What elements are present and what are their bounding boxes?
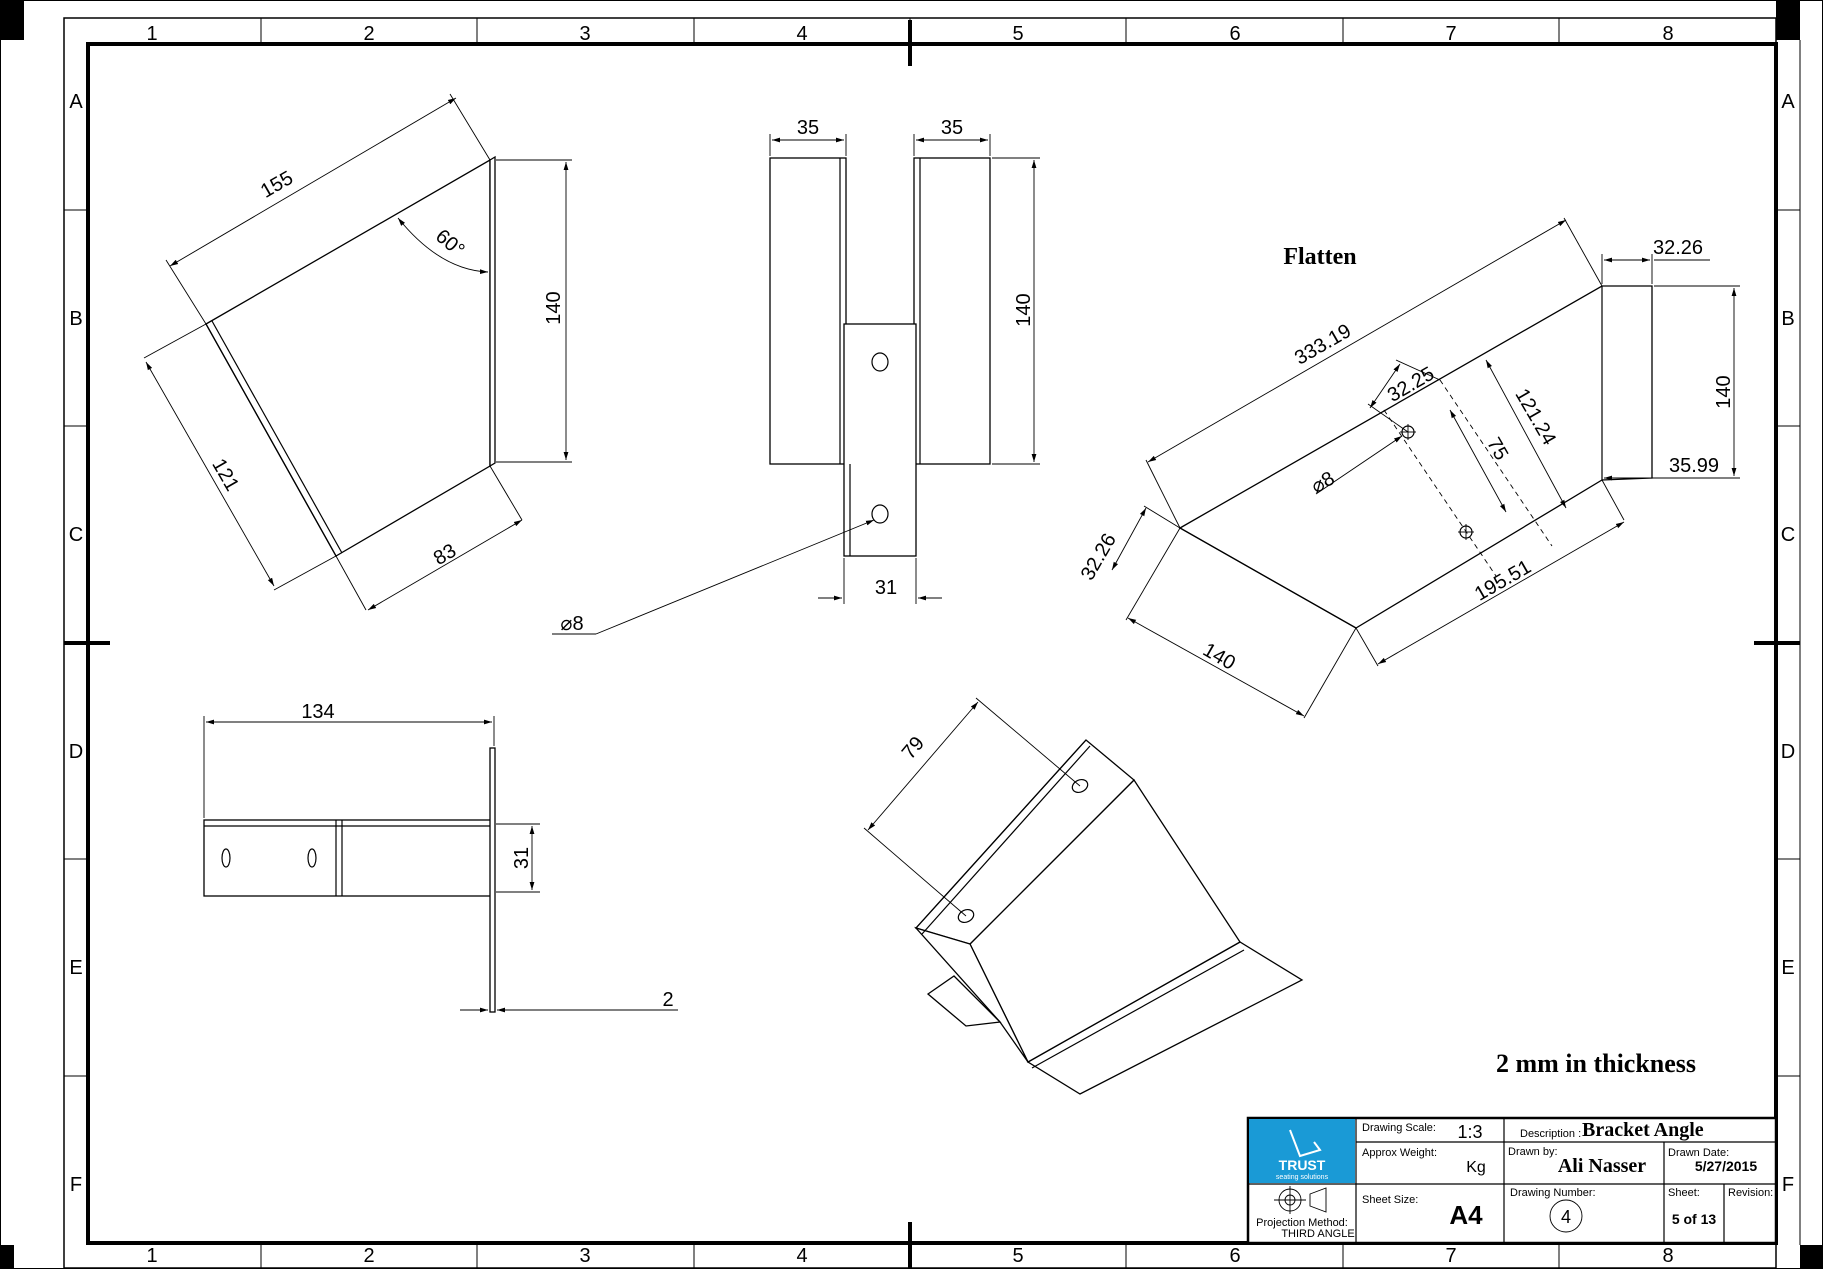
row-label: F (70, 1174, 82, 1196)
row-label: F (1782, 1174, 1794, 1196)
col-label: 6 (1229, 1245, 1240, 1267)
sheet-value: 5 of 13 (1672, 1211, 1717, 1227)
thickness-note: 2 mm in thickness (1496, 1049, 1696, 1078)
row-label: E (69, 957, 82, 979)
company-logo (1249, 1119, 1355, 1183)
dim-2-thickness: 2 (662, 989, 673, 1011)
col-label: 6 (1229, 23, 1240, 45)
description-label: Description : (1520, 1128, 1581, 1140)
flatten-label: Flatten (1283, 244, 1356, 270)
dim-134: 134 (301, 701, 334, 723)
scale-value: 1:3 (1457, 1122, 1482, 1142)
corner-mark-tl (0, 0, 24, 40)
sheet-size-value: A4 (1449, 1200, 1483, 1230)
drawing-number-circle (1549, 1199, 1583, 1233)
dim-140-flat-right: 140 (1713, 375, 1735, 408)
drawing-number-label: Drawing Number: (1510, 1187, 1596, 1199)
dim-35-left: 35 (797, 117, 819, 139)
col-label: 8 (1662, 1245, 1673, 1267)
col-label: 1 (146, 1245, 157, 1267)
row-label: A (69, 91, 83, 113)
col-label: 3 (579, 23, 590, 45)
row-label: E (1781, 957, 1794, 979)
chair-icon (1289, 1129, 1322, 1158)
col-label: 8 (1662, 23, 1673, 45)
row-label: A (1781, 91, 1795, 113)
sheet-size-label: Sheet Size: (1362, 1194, 1418, 1206)
logo-subtitle: seating solutions (1276, 1174, 1329, 1181)
dim-35-right: 35 (941, 117, 963, 139)
col-label: 1 (146, 23, 157, 45)
projection-label: Projection Method: (1256, 1217, 1348, 1229)
dim-31-side: 31 (511, 847, 533, 869)
row-label: D (1781, 741, 1795, 763)
col-label: 7 (1445, 1245, 1456, 1267)
row-label: B (1781, 308, 1794, 330)
sheet-label: Sheet: (1668, 1187, 1700, 1199)
col-label: 7 (1445, 23, 1456, 45)
row-label: B (69, 308, 82, 330)
isometric-view: 79 (863, 697, 1304, 1095)
dim-35-99: 35.99 (1669, 455, 1719, 477)
title-block: TRUST seating solutions Projection Metho… (1246, 1116, 1778, 1245)
corner-mark-tr (1776, 0, 1800, 40)
row-label: C (1781, 524, 1795, 546)
col-label: 3 (579, 1245, 590, 1267)
dim-32-26-top: 32.26 (1653, 237, 1703, 259)
drawn-date-value: 5/27/2015 (1695, 1158, 1757, 1174)
col-label: 4 (796, 23, 807, 45)
projection-value: THIRD ANGLE (1281, 1228, 1354, 1240)
third-angle-projection-icon (1274, 1186, 1327, 1214)
corner-mark-br (1800, 1245, 1823, 1269)
dim-140-front-view: 140 (1013, 293, 1035, 326)
scale-label: Drawing Scale: (1362, 1122, 1436, 1134)
corner-mark-bl (0, 1245, 14, 1269)
weight-label: Approx Weight: (1362, 1147, 1437, 1159)
row-label: C (69, 524, 83, 546)
col-label: 5 (1012, 23, 1023, 45)
zone-labels: 1 2 3 4 5 6 7 8 1 2 3 4 5 6 7 8 A B C D … (69, 23, 1796, 1267)
drawn-date-label: Drawn Date: (1668, 1147, 1729, 1159)
drawing-number-value: 4 (1561, 1207, 1571, 1227)
dim-diameter-8-front: ⌀8 (560, 613, 583, 635)
dim-140-top-view: 140 (543, 291, 565, 324)
description-value: Bracket Angle (1582, 1119, 1704, 1141)
col-label: 2 (363, 1245, 374, 1267)
logo-text: TRUST (1279, 1157, 1326, 1173)
center-marks (64, 20, 1800, 1268)
drawn-by-label: Drawn by: (1508, 1146, 1558, 1158)
side-view: 134 31 2 (203, 701, 678, 1013)
revision-label: Revision: (1728, 1187, 1773, 1199)
front-view: 35 35 140 31 ⌀8 (552, 117, 1040, 635)
dim-31-front: 31 (875, 577, 897, 599)
col-label: 5 (1012, 1245, 1023, 1267)
col-label: 2 (363, 23, 374, 45)
row-label: D (69, 741, 83, 763)
drawn-by-value: Ali Nasser (1558, 1155, 1646, 1177)
weight-unit: Kg (1466, 1159, 1486, 1176)
col-label: 4 (796, 1245, 807, 1267)
